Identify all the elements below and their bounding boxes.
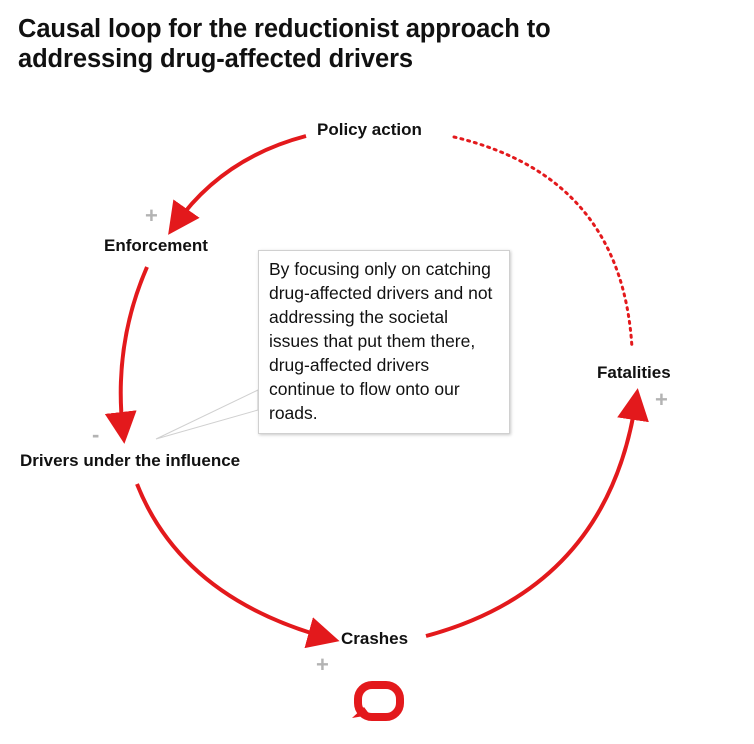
speech-bubble-logo-icon (352, 681, 404, 721)
diagram-title: Causal loop for the reductionist approac… (18, 14, 551, 74)
dotted-link-fatalities-to-policy (452, 135, 634, 350)
arrow-enforcement-to-drivers (104, 266, 149, 444)
callout-text: By focusing only on catching drug-affect… (269, 259, 493, 423)
arrow-drivers-to-crashes (135, 483, 340, 649)
node-crashes: Crashes (341, 629, 409, 648)
callout-box: By focusing only on catching drug-affect… (258, 250, 510, 434)
arrow-policy-to-enforcement (168, 134, 307, 235)
node-fatalities: Fatalities (597, 363, 671, 382)
title-line-2: addressing drug-affected drivers (18, 45, 413, 73)
sign-drivers: - (92, 422, 100, 447)
callout-pointer (155, 389, 259, 440)
node-enforcement: Enforcement (104, 236, 208, 255)
sign-fatalities: + (655, 387, 668, 412)
node-policy-action: Policy action (317, 120, 422, 139)
title-line-1: Causal loop for the reductionist approac… (18, 15, 551, 43)
sign-crashes: + (316, 652, 329, 677)
arrow-crashes-to-fatalities (425, 388, 649, 638)
node-drivers-under-influence: Drivers under the influence (20, 451, 241, 470)
sign-enforcement: + (145, 203, 158, 228)
